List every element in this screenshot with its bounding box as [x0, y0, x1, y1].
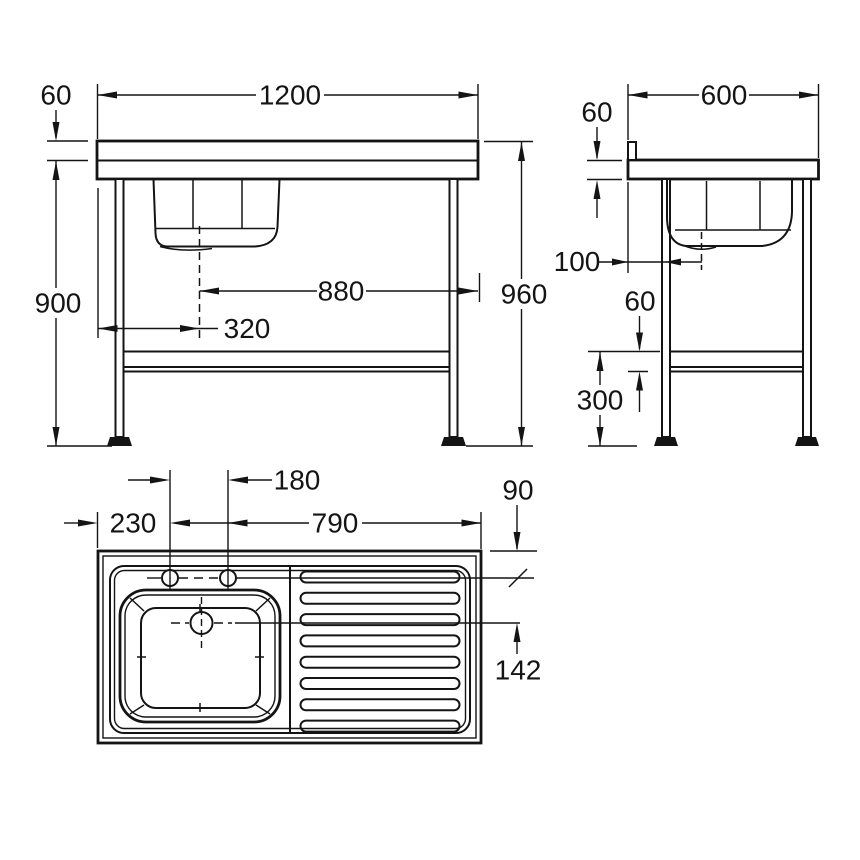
side-upstand — [627, 141, 637, 161]
drainer-rib — [299, 613, 461, 627]
side-bowl-outline — [666, 179, 793, 247]
arrow-left — [228, 476, 248, 484]
arrow-left — [170, 519, 190, 527]
drainer-rib — [299, 698, 461, 712]
arrow-left — [228, 519, 248, 527]
dim-label-230: 230 — [110, 508, 157, 539]
arrow-down — [518, 427, 525, 446]
dim-plan-180: 180 — [128, 465, 320, 496]
arrow-down — [513, 532, 521, 551]
arrow-right — [180, 325, 200, 332]
front-right-foot — [441, 437, 466, 446]
side-front-foot — [795, 437, 819, 446]
front-bowl-outline — [152, 179, 281, 248]
dim-side-depth: 600 — [627, 80, 820, 158]
front-right-leg — [448, 178, 459, 438]
drainer-rib — [299, 719, 461, 733]
arrow-up — [513, 623, 521, 642]
front-elevation-view: 1200 60 900 960 — [35, 80, 548, 447]
arrow-up — [52, 161, 60, 180]
dim-label-1200: 1200 — [259, 80, 321, 111]
front-left-leg — [114, 178, 125, 438]
arrow-right — [461, 519, 481, 527]
dim-label-790: 790 — [312, 508, 359, 539]
arrow-up — [596, 352, 604, 371]
dim-label-320: 320 — [224, 313, 271, 344]
plan-inner-edge — [102, 555, 477, 739]
dim-side-rail-60: 60 — [588, 286, 660, 412]
dim-plan-142: 142 — [495, 623, 542, 686]
dim-front-upstand: 60 — [40, 80, 88, 162]
dim-label-880: 880 — [318, 276, 365, 307]
dim-plan-90: 90 — [490, 475, 537, 588]
side-elevation-view: 600 60 100 60 — [554, 80, 820, 447]
plan-bowl-corner-line-tr — [255, 597, 271, 612]
dim-front-width: 1200 — [96, 80, 479, 139]
arrow-down — [593, 141, 601, 160]
side-worktop — [626, 158, 820, 181]
dim-plan-230: 230 — [64, 508, 228, 548]
arrow-right — [78, 519, 98, 527]
arrow-left — [628, 91, 648, 99]
dim-label-180: 180 — [274, 465, 321, 496]
dim-label-100: 100 — [554, 246, 601, 277]
plan-bowl-rim-inner — [124, 594, 276, 718]
side-back-leg — [661, 178, 671, 438]
oblique-tick — [508, 568, 528, 588]
side-bowl-sump-arc — [684, 245, 717, 250]
plan-bowl-corner-line-bl — [129, 704, 145, 715]
arrow-right — [150, 476, 170, 484]
drainer-rib — [299, 677, 461, 690]
arrow-left — [199, 287, 219, 295]
arrow-down — [52, 427, 60, 446]
dim-label-60-rail: 60 — [624, 286, 655, 317]
drainer-rib — [299, 570, 461, 584]
dim-side-300: 300 — [577, 352, 637, 447]
arrow-left — [98, 325, 118, 332]
arrow-up — [593, 180, 601, 199]
dim-label-900: 900 — [35, 288, 82, 319]
side-front-leg — [802, 178, 812, 438]
arrow-right — [458, 287, 478, 295]
plan-bowl-corner-line-tl — [129, 597, 145, 612]
dim-label-300: 300 — [577, 385, 624, 416]
arrow-up — [636, 371, 643, 391]
arrow-down — [52, 122, 60, 141]
dim-front-height-900: 900 — [35, 161, 112, 447]
arrow-right — [458, 91, 478, 99]
dim-label-90: 90 — [502, 475, 533, 506]
dim-front-height-960: 960 — [466, 140, 548, 447]
dim-side-edge-60: 60 — [581, 97, 622, 218]
drainer-rib — [299, 634, 461, 648]
plan-bowl-rim-outer — [118, 588, 282, 724]
drainer-ribs — [299, 570, 461, 733]
plan-pressing-outer — [109, 565, 471, 734]
dim-label-60-side: 60 — [581, 97, 612, 128]
arrow-down — [596, 427, 604, 446]
drainer-rib — [299, 655, 461, 669]
dim-plan-790: 790 — [228, 508, 482, 549]
plan-view: 230 180 790 90 — [64, 465, 542, 745]
dim-label-960: 960 — [501, 279, 548, 310]
arrow-right — [799, 91, 819, 99]
side-back-foot — [654, 437, 678, 446]
dim-front-320: 320 — [97, 188, 271, 344]
front-left-foot — [107, 437, 132, 446]
arrow-down — [636, 332, 643, 352]
dim-label-60-front: 60 — [40, 80, 71, 111]
dim-label-142: 142 — [495, 655, 542, 686]
dim-label-600: 600 — [701, 80, 748, 111]
arrow-up — [518, 142, 525, 161]
plan-bowl-corner-line-br — [255, 704, 271, 715]
dim-front-880: 880 — [199, 273, 481, 307]
arrow-left — [665, 258, 681, 266]
front-bowl-sump-arc — [159, 245, 213, 251]
arrow-left — [97, 91, 117, 99]
dim-side-100: 100 — [554, 182, 702, 277]
drainer-rib — [299, 591, 461, 605]
arrow-right — [612, 258, 628, 266]
